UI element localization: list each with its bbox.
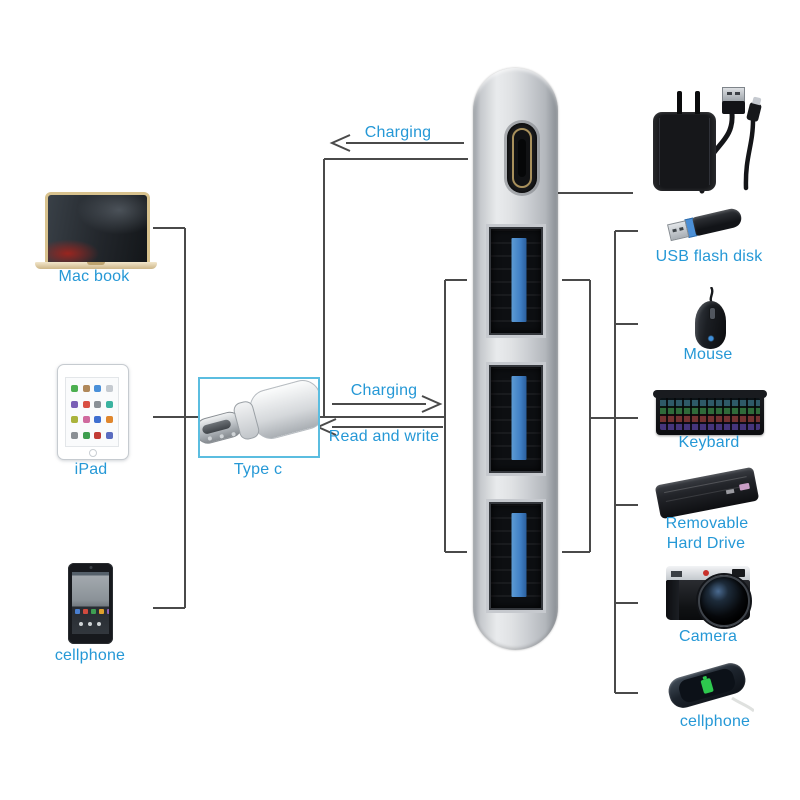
charger-prong	[695, 91, 700, 114]
macbook-screen	[45, 192, 150, 266]
phone-camera-dot	[89, 566, 92, 569]
top-charging-arrowhead	[329, 134, 351, 152]
camera-lens	[698, 575, 750, 627]
phone-app-icons	[75, 609, 109, 614]
type-c-box	[198, 377, 320, 458]
camera-label: Camera	[678, 628, 738, 645]
keyboard-image	[653, 390, 767, 435]
usb-a-port-1	[489, 227, 543, 335]
usb-flash-disk-image	[666, 205, 750, 251]
wall-charger	[653, 112, 716, 191]
top-charging-label: Charging	[364, 124, 432, 141]
keyboard-keys	[660, 398, 760, 430]
hub-charging-label: Charging	[350, 382, 418, 399]
mouse-body	[695, 301, 726, 349]
left-rail-lines	[153, 227, 198, 609]
hard-drive-label-line2: Hard Drive	[666, 535, 746, 552]
phone-charge-cable	[731, 696, 754, 713]
usb-flash-disk-label: USB flash disk	[655, 248, 763, 265]
charger-prong	[677, 91, 682, 114]
cellphone-left-image	[68, 563, 113, 644]
right-rail-lines	[614, 230, 638, 694]
hub-right-bracket	[562, 279, 615, 553]
macbook-image	[35, 190, 157, 272]
hard-drive-body	[654, 466, 760, 520]
power-adapter-image	[648, 84, 773, 196]
camera-body	[666, 575, 750, 627]
keyboard-label: Keybard	[678, 434, 740, 451]
macbook-label: Mac book	[58, 268, 130, 285]
usb-a-plug-icon	[722, 87, 745, 102]
usb-c-hub-image	[473, 68, 558, 650]
hard-drive-label-line1: Removable	[665, 515, 749, 532]
ipad-home-button	[89, 449, 97, 457]
type-c-label: Type c	[233, 461, 283, 478]
ipad-image	[57, 364, 129, 460]
read-write-label: Read and write	[328, 428, 440, 445]
ipad-screen	[65, 377, 119, 447]
type-c-connector-image	[200, 379, 318, 456]
cellphone-right-label: cellphone	[679, 713, 751, 730]
top-return-line	[323, 158, 468, 417]
battery-icon	[700, 677, 714, 694]
flash-body	[692, 206, 744, 237]
usb-a-port-2	[489, 365, 543, 473]
cellphone-left-label: cellphone	[54, 647, 126, 664]
mouse-label: Mouse	[683, 346, 733, 363]
hub-left-bracket	[444, 279, 467, 553]
phone-dock-icons	[79, 622, 101, 626]
mid-charging-arrowhead	[421, 395, 443, 413]
phone-screen	[72, 572, 109, 634]
cellphone-right-image	[662, 658, 754, 716]
hard-drive-image	[654, 466, 760, 520]
usb-a-port-3	[489, 502, 543, 610]
mouse-image	[688, 287, 732, 351]
usb-a-plug-body	[722, 101, 745, 114]
usb-c-port	[507, 123, 537, 193]
camera-image	[662, 564, 754, 627]
ipad-label: iPad	[74, 461, 108, 478]
macbook-base	[35, 262, 157, 269]
flash-connector	[667, 220, 690, 242]
